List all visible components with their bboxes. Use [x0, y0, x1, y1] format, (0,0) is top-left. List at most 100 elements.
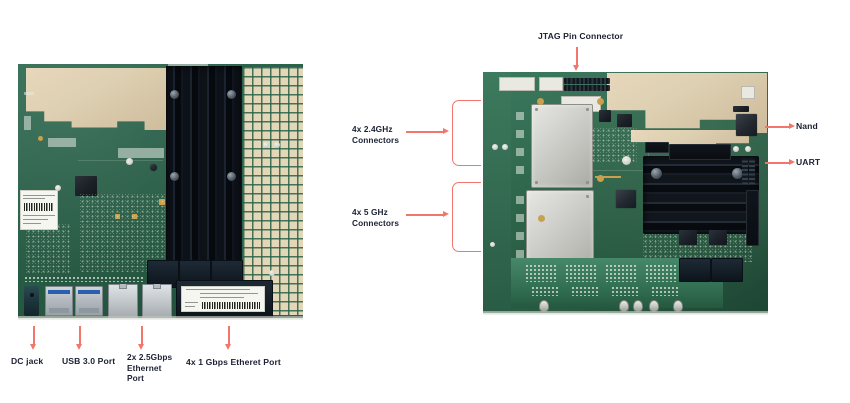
label-wifi24: 4x 2.4GHz Connectors — [352, 124, 400, 145]
right-bottom-chip-a — [679, 230, 697, 245]
label-usb30: USB 3.0 Port — [62, 356, 116, 366]
right-pin-array-4 — [645, 264, 677, 282]
right-sata-connector-a — [669, 144, 731, 160]
left-pad-d — [132, 214, 137, 219]
left-bottom-pads — [24, 276, 144, 282]
left-silk-b — [24, 116, 31, 130]
left-rj45-2p5g-port-1 — [108, 284, 138, 318]
right-heatsink-screw-a — [651, 168, 662, 179]
right-centre-via — [622, 156, 631, 165]
right-ufl-pad-8 — [516, 250, 524, 258]
right-mount-pad-c — [597, 175, 604, 182]
arrow-wifi24-head — [443, 128, 449, 135]
left-heatsink-screw-d — [227, 172, 236, 181]
right-edge-connector — [746, 190, 759, 246]
right-ufl-pad-2 — [516, 130, 524, 138]
arrow-nand-shaft — [765, 126, 790, 128]
right-rail-hole-c — [490, 242, 495, 247]
left-mesh-hole-c — [269, 270, 275, 276]
bracket-wifi5 — [452, 182, 481, 252]
left-pad-c — [115, 214, 120, 219]
right-mount-pad-d — [538, 215, 545, 222]
arrow-usb30-head — [76, 344, 83, 350]
label-uart: UART — [796, 157, 821, 167]
arrow-wifi5-shaft — [406, 214, 444, 216]
arrow-jtag-head — [573, 65, 580, 71]
left-board-bottom-edge — [18, 316, 303, 320]
arrow-uart-shaft — [765, 162, 790, 164]
arrow-eth-1g-shaft — [228, 326, 230, 346]
left-dc-jack-connector — [24, 286, 39, 316]
right-module-b — [711, 258, 743, 282]
right-qfn-chip-a — [599, 110, 611, 122]
left-heatsink-screw-b — [170, 172, 179, 181]
label-wifi5: 4x 5 GHz Connectors — [352, 207, 400, 228]
right-jtag-pin-connector-row2 — [564, 85, 610, 91]
left-usb3-port-1 — [45, 286, 73, 316]
right-edge-hole-b — [745, 146, 751, 152]
left-mesh-hole-a — [263, 142, 269, 148]
label-eth-1g: 4x 1 Gbps Etheret Port — [186, 357, 281, 367]
right-ufl-pad-6 — [516, 214, 524, 222]
left-mesh-hole-b — [274, 142, 280, 148]
right-sata-connector-b — [645, 142, 669, 153]
right-pin-array-1 — [525, 264, 557, 282]
arrow-wifi5-head — [443, 211, 449, 218]
left-silk-c — [48, 138, 76, 147]
right-top-label-a — [499, 77, 535, 91]
left-via-dot — [150, 164, 157, 171]
left-mesh-pour — [242, 66, 303, 316]
arrow-eth-1g-head — [225, 344, 232, 350]
right-rail-hole-a — [492, 144, 498, 150]
arrow-jtag-shaft — [576, 47, 578, 67]
left-mount-hole-a — [126, 158, 133, 165]
arrow-uart-head — [789, 159, 795, 166]
arrow-eth-2p5g-shaft — [141, 326, 143, 346]
right-left-rail — [483, 72, 511, 313]
right-rail-hole-b — [502, 144, 508, 150]
arrow-nand-head — [789, 123, 795, 130]
right-pin-array-6 — [571, 286, 599, 296]
right-pin-array-2 — [565, 264, 597, 282]
left-dense-components — [80, 194, 175, 272]
arrow-dc-jack-head — [30, 344, 37, 350]
right-heatsink-screw-b — [732, 168, 743, 179]
right-dense-components-2 — [591, 128, 637, 162]
right-nand-chip — [736, 114, 757, 136]
right-trace-b — [648, 132, 649, 174]
usb-blue-insert-1 — [48, 289, 70, 294]
arrow-eth-2p5g-head — [138, 344, 145, 350]
left-heatsink — [166, 66, 242, 272]
right-bottom-chip-b — [709, 230, 727, 245]
right-gold-trace — [595, 176, 621, 178]
left-heatsink-screw-c — [227, 90, 236, 99]
right-ufl-pad-4 — [516, 166, 524, 174]
right-ufl-pad-1 — [516, 112, 524, 120]
left-rj45-2p5g-port-2 — [142, 284, 172, 318]
right-edge-label — [741, 86, 755, 99]
left-edge-label — [20, 190, 58, 230]
right-uart-header-row2 — [749, 158, 755, 184]
right-ufl-pad-3 — [516, 148, 524, 156]
left-board-photo — [18, 64, 303, 318]
right-ufl-pad-5 — [516, 196, 524, 204]
rj45-notch-2 — [152, 284, 162, 289]
right-qfn-chip-b — [617, 114, 632, 127]
right-uart-header-row1 — [742, 158, 748, 184]
left-soc-chip — [75, 176, 97, 196]
right-pin-array-8 — [651, 286, 679, 296]
arrow-wifi24-shaft — [406, 131, 444, 133]
left-silk-d — [118, 148, 164, 158]
right-ufl-pad-7 — [516, 232, 524, 240]
right-jtag-pin-connector — [564, 78, 610, 84]
usb-tongue-2 — [79, 308, 99, 313]
right-pin-array-7 — [611, 286, 639, 296]
rj45-notch-1 — [118, 284, 128, 289]
label-dc-jack: DC jack — [11, 356, 44, 366]
right-board-photo — [483, 72, 768, 313]
label-jtag: JTAG Pin Connector — [538, 31, 624, 41]
left-mount-hole-b — [55, 185, 61, 191]
bracket-wifi24 — [452, 100, 481, 166]
right-pin-array-5 — [531, 286, 559, 296]
usb-tongue-1 — [49, 308, 69, 313]
